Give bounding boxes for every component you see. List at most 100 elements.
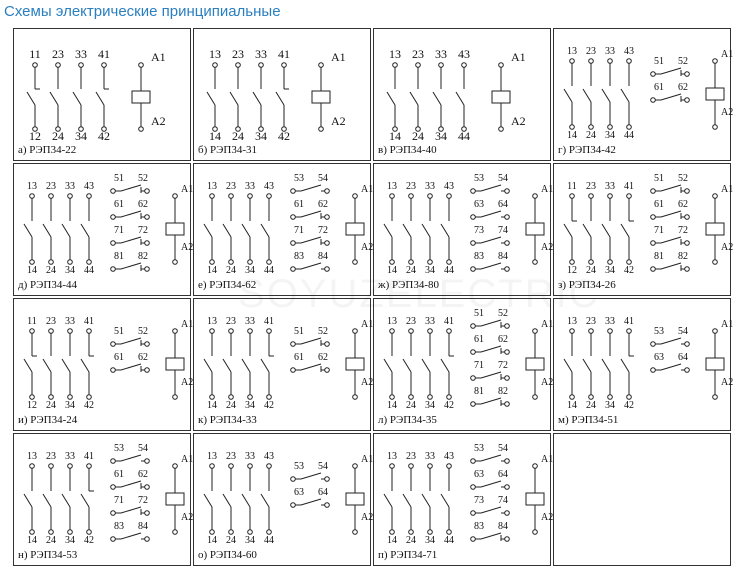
contact-bottom-label: 24 xyxy=(226,265,236,276)
terminal xyxy=(461,62,467,68)
aux-right-label: 52 xyxy=(138,173,148,184)
contact-bottom-label: 24 xyxy=(586,400,596,411)
terminal xyxy=(626,328,632,334)
aux-left-label: 61 xyxy=(654,82,664,93)
contact-bottom-label: 24 xyxy=(46,400,56,411)
aux-left-label: 83 xyxy=(294,251,304,262)
aux-blade xyxy=(300,472,322,480)
contact-blade xyxy=(42,493,52,508)
contact-bottom-label: 34 xyxy=(605,400,615,411)
contact-top-label: 13 xyxy=(209,47,221,61)
aux-terminal xyxy=(684,240,690,246)
contact-blade xyxy=(23,358,33,373)
terminal xyxy=(209,394,215,400)
aux-terminal xyxy=(504,484,510,490)
aux-right-label: 74 xyxy=(498,225,508,236)
aux-terminal xyxy=(110,214,116,220)
cell-caption: ж) РЭП34-80 xyxy=(377,279,439,291)
contact-top-label: 41 xyxy=(264,316,274,327)
aux-terminal xyxy=(470,214,476,220)
contact-blade xyxy=(229,91,239,106)
terminal xyxy=(247,463,253,469)
terminal xyxy=(266,259,272,265)
aux-left-label: 83 xyxy=(114,521,124,532)
cell-caption: б) РЭП34-31 xyxy=(198,144,257,156)
contact-top-label: 33 xyxy=(425,316,435,327)
coil-terminal xyxy=(712,394,718,400)
aux-left-label: 61 xyxy=(474,334,484,345)
contact-blade xyxy=(275,91,285,106)
aux-right-label: 64 xyxy=(498,199,508,210)
aux-right-label: 64 xyxy=(678,352,688,363)
aux-terminal xyxy=(110,367,116,373)
aux-left-label: 61 xyxy=(114,469,124,480)
coil-terminal xyxy=(532,328,538,334)
aux-blade xyxy=(480,397,502,405)
terminal xyxy=(247,328,253,334)
contact-blade xyxy=(620,358,630,373)
aux-terminal xyxy=(684,188,690,194)
cell-frame xyxy=(13,28,191,161)
contact-bottom-label: 14 xyxy=(387,400,397,411)
terminal xyxy=(415,62,421,68)
aux-blade xyxy=(660,363,682,371)
contact-bottom-label: 42 xyxy=(444,400,454,411)
contact-top-label: 13 xyxy=(207,181,217,192)
terminal xyxy=(446,394,452,400)
aux-right-label: 84 xyxy=(138,521,148,532)
aux-right-label: 54 xyxy=(318,173,328,184)
aux-right-label: 62 xyxy=(138,199,148,210)
contact-blade xyxy=(409,91,419,106)
contact-top-label: 23 xyxy=(46,451,56,462)
terminal xyxy=(408,529,414,535)
aux-terminal xyxy=(684,341,690,347)
contact-top-label: 33 xyxy=(255,47,267,61)
contact-top-label: 33 xyxy=(605,181,615,192)
contact-blade xyxy=(402,493,412,508)
terminal xyxy=(209,529,215,535)
coil-label-top: A1 xyxy=(541,454,553,465)
contact-blade xyxy=(80,493,90,508)
terminal xyxy=(29,394,35,400)
contact-blade xyxy=(620,88,630,103)
contact-bottom-label: 34 xyxy=(245,265,255,276)
terminal xyxy=(67,529,73,535)
cell-caption: е) РЭП34-62 xyxy=(198,279,256,291)
aux-blade xyxy=(300,184,322,192)
aux-blade xyxy=(660,262,682,270)
contact-bottom-label: 34 xyxy=(245,535,255,546)
terminal xyxy=(266,463,272,469)
coil-terminal xyxy=(318,62,324,68)
aux-terminal xyxy=(144,536,150,542)
contact-bottom-label: 14 xyxy=(207,400,217,411)
schematic-cell xyxy=(553,433,731,566)
aux-blade xyxy=(120,262,142,270)
aux-terminal xyxy=(684,97,690,103)
contact-blade xyxy=(620,223,630,238)
cell-frame xyxy=(553,298,731,431)
contact-blade xyxy=(421,223,431,238)
aux-blade xyxy=(300,337,322,345)
terminal xyxy=(607,328,613,334)
aux-terminal xyxy=(144,341,150,347)
aux-right-label: 54 xyxy=(318,461,328,472)
terminal xyxy=(209,328,215,334)
contact-bottom-label: 34 xyxy=(605,130,615,141)
contact-top-label: 41 xyxy=(278,47,290,61)
aux-terminal xyxy=(144,266,150,272)
coil-box xyxy=(131,90,151,104)
aux-terminal xyxy=(324,188,330,194)
contact-blade xyxy=(222,358,232,373)
terminal xyxy=(29,529,35,535)
contact-top-label: 13 xyxy=(387,181,397,192)
coil-box xyxy=(705,87,725,101)
contact-bottom-label: 44 xyxy=(264,535,274,546)
terminal xyxy=(29,463,35,469)
aux-left-label: 53 xyxy=(654,326,664,337)
aux-blade xyxy=(480,371,502,379)
aux-blade xyxy=(660,67,682,75)
terminal xyxy=(67,193,73,199)
terminal xyxy=(607,58,613,64)
terminal xyxy=(588,259,594,265)
